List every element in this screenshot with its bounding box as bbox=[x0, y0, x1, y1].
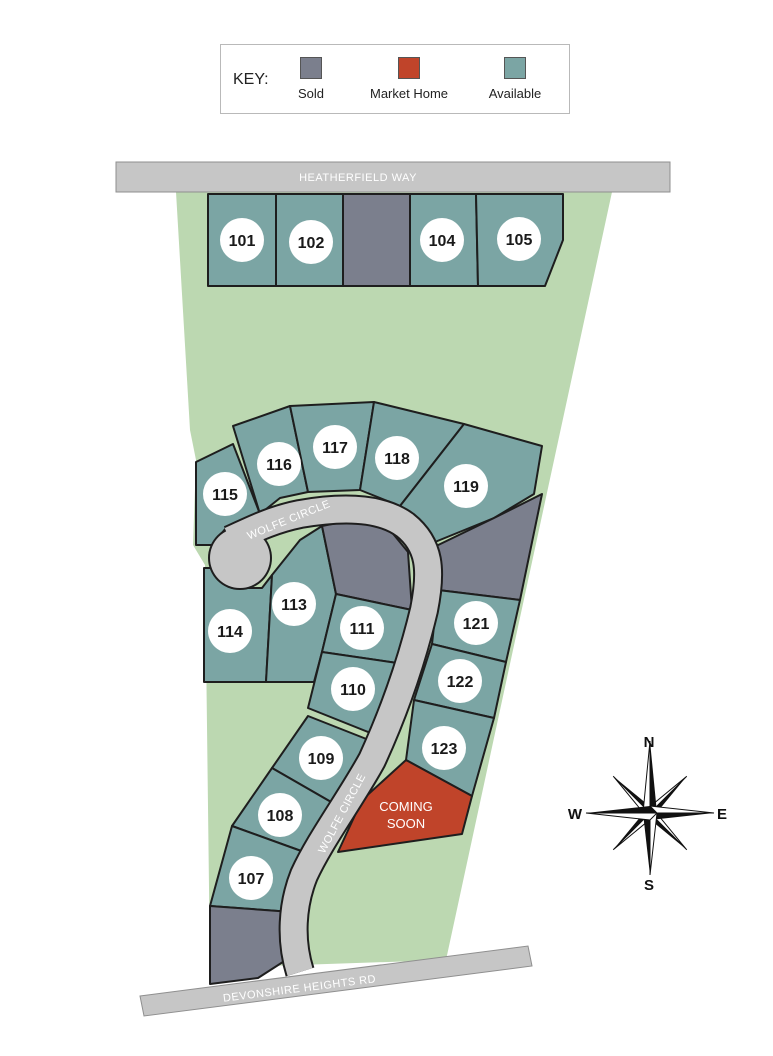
key-title: KEY: bbox=[233, 71, 269, 88]
heatherfield-way-label: HEATHERFIELD WAY bbox=[299, 172, 417, 184]
coming-soon-line2: SOON bbox=[387, 816, 425, 831]
lot-badge-104[interactable]: 104 bbox=[420, 218, 464, 262]
lot-badge-111[interactable]: 111 bbox=[340, 606, 384, 650]
lot-badge-123[interactable]: 123 bbox=[422, 726, 466, 770]
lot-badge-121[interactable]: 121 bbox=[454, 601, 498, 645]
svg-text:102: 102 bbox=[298, 235, 325, 252]
key-label-market-home: Market Home bbox=[369, 86, 449, 101]
svg-text:101: 101 bbox=[229, 233, 256, 250]
lot-badge-113[interactable]: 113 bbox=[272, 582, 316, 626]
lot-badge-109[interactable]: 109 bbox=[299, 736, 343, 780]
lot-badge-102[interactable]: 102 bbox=[289, 220, 333, 264]
svg-text:122: 122 bbox=[447, 674, 474, 691]
sold-swatch bbox=[300, 57, 322, 79]
lot-badge-101[interactable]: 101 bbox=[220, 218, 264, 262]
lot-badges: 101 102 104 105 115 116 117 118 119 113 … bbox=[203, 217, 541, 900]
compass-icon bbox=[585, 740, 715, 876]
lot-badge-107[interactable]: 107 bbox=[229, 856, 273, 900]
svg-text:116: 116 bbox=[266, 457, 292, 474]
key-label-available: Available bbox=[488, 86, 542, 101]
svg-text:110: 110 bbox=[340, 682, 366, 699]
svg-text:117: 117 bbox=[322, 440, 348, 457]
svg-text:111: 111 bbox=[350, 621, 375, 638]
wolfe-circle-cul-de-sac bbox=[210, 528, 270, 588]
svg-text:105: 105 bbox=[506, 232, 533, 249]
lot-badge-117[interactable]: 117 bbox=[313, 425, 357, 469]
map-key: KEY: Sold Market Home Available bbox=[220, 44, 570, 114]
compass-east-label: E bbox=[717, 806, 727, 823]
svg-text:123: 123 bbox=[431, 741, 458, 758]
compass-north-label: N bbox=[644, 734, 655, 751]
svg-text:113: 113 bbox=[281, 597, 307, 614]
lot-badge-118[interactable]: 118 bbox=[375, 436, 419, 480]
svg-text:104: 104 bbox=[429, 233, 456, 250]
svg-text:118: 118 bbox=[384, 451, 410, 468]
lot-badge-105[interactable]: 105 bbox=[497, 217, 541, 261]
lot-badge-108[interactable]: 108 bbox=[258, 793, 302, 837]
lot-103[interactable] bbox=[342, 193, 411, 287]
key-label-sold: Sold bbox=[297, 86, 325, 101]
market-home-swatch bbox=[398, 57, 420, 79]
lot-southwest-sold[interactable] bbox=[209, 905, 293, 985]
svg-text:119: 119 bbox=[453, 479, 479, 496]
available-swatch bbox=[504, 57, 526, 79]
lot-badge-115[interactable]: 115 bbox=[203, 472, 247, 516]
compass-south-label: S bbox=[644, 877, 654, 894]
coming-soon-line1: COMING bbox=[379, 799, 432, 814]
svg-text:114: 114 bbox=[217, 624, 243, 641]
lot-badge-119[interactable]: 119 bbox=[444, 464, 488, 508]
key-item-available: Available bbox=[467, 57, 563, 101]
lot-badge-122[interactable]: 122 bbox=[438, 659, 482, 703]
svg-text:107: 107 bbox=[238, 871, 265, 888]
svg-text:115: 115 bbox=[212, 487, 238, 504]
heatherfield-way-road bbox=[115, 161, 671, 193]
lot-badge-110[interactable]: 110 bbox=[331, 667, 375, 711]
compass-west-label: W bbox=[568, 806, 583, 823]
lot-badge-114[interactable]: 114 bbox=[208, 609, 252, 653]
lot-badge-116[interactable]: 116 bbox=[257, 442, 301, 486]
svg-text:121: 121 bbox=[463, 616, 490, 633]
devonshire-heights-road bbox=[139, 945, 533, 1017]
svg-text:109: 109 bbox=[308, 751, 335, 768]
key-item-sold: Sold bbox=[263, 57, 359, 101]
key-item-market-home: Market Home bbox=[361, 57, 457, 101]
svg-text:108: 108 bbox=[267, 808, 294, 825]
